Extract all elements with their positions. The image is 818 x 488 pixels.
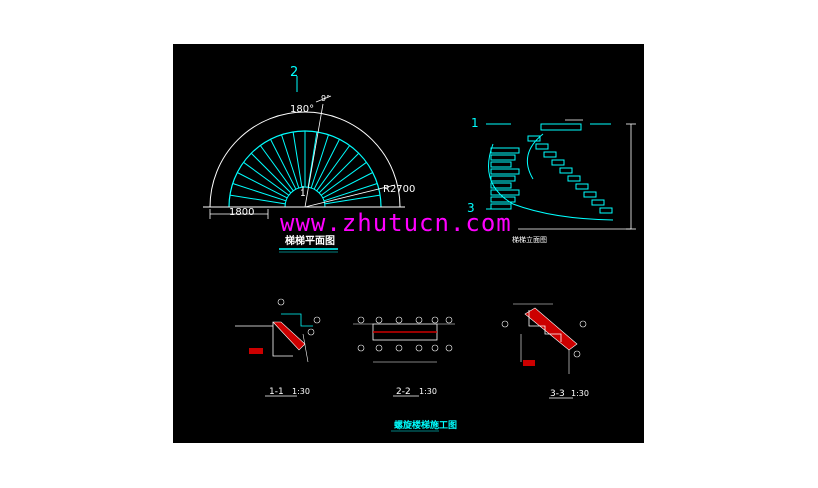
plan-outer-arc [209,111,401,208]
plan-view: 2 1 180° 9° R2700 1800 梯梯平面图 [203,65,415,253]
rebar-mark [415,316,423,324]
section-3-3-scale: 1:30 [571,389,589,398]
rebar-mark [375,344,383,352]
elevation-section-mark-3: 3 [467,201,475,215]
stair-tread-line [243,161,290,196]
elevation-step [490,182,512,189]
section-1-1-label: 1-1 [269,387,284,397]
section-3-3: 3-3 1:30 [501,303,589,399]
stair-tread-line [323,183,378,202]
section-1-1-scale: 1:30 [292,387,310,396]
angle-step-label: 9° [321,94,330,103]
section-2-2: 2-2 1:30 [353,316,455,397]
rebar-mark [375,316,383,324]
radius-leader [304,184,396,208]
rebar-mark [415,344,423,352]
angle-total-label: 180° [290,104,314,115]
stair-tread-line [318,152,360,194]
section-2-2-label: 2-2 [396,387,411,397]
elevation-step [583,191,597,198]
stair-tread-line [320,161,367,196]
elevation-step [535,143,549,150]
section-2-2-scale: 1:30 [419,387,437,396]
stair-tread-line [250,152,292,194]
elevation-step [591,199,605,206]
rebar-mark [357,344,365,352]
section-3-3-cut-fill [524,307,578,351]
stair-tread-line [229,194,286,205]
elevation-step [490,189,520,196]
elevation-step [490,203,512,210]
elevation-step [543,151,557,158]
stair-tread-line [259,145,294,192]
section-3-3-label: 3-3 [550,389,565,399]
rebar-mark [431,344,439,352]
rebar-mark [395,344,403,352]
section-mark-2: 2 [290,65,298,80]
rebar-mark [445,344,453,352]
plan-inner-arc [284,186,326,208]
elevation-steps [490,123,613,214]
elevation-step [490,147,520,154]
section-1-1-cut-fill [272,321,306,351]
elevation-view: 1 3 梯梯立面图 [467,116,636,244]
stair-tread-line [232,183,287,202]
rebar-mark [395,316,403,324]
drawing-svg: 2 1 180° 9° R2700 1800 梯梯平面图 1 3 梯梯立面图 [203,65,636,432]
stair-tread-line [322,172,373,199]
elevation-step [490,161,512,168]
section-mark-1: 1 [300,189,306,199]
angle-leader [304,103,324,208]
elevation-step [490,175,516,182]
stair-tread-line [316,145,351,192]
radius-label: R2700 [383,184,415,195]
elevation-section-mark-1: 1 [471,116,479,130]
plan-title: 梯梯平面图 [285,234,335,247]
elevation-stringer [488,143,614,221]
elevation-landing [540,123,582,131]
elevation-step [559,167,573,174]
stair-tread-line [324,194,381,205]
rebar-mark [431,316,439,324]
elevation-step [575,183,589,190]
section-1-1: 1-1 1:30 [235,298,321,397]
stair-tread-line [270,139,297,190]
elevation-step [599,207,613,214]
stair-tread-line [292,131,303,188]
stair-tread-line [237,172,288,199]
watermark-text: www.zhutucn.com [280,209,512,237]
elevation-title: 梯梯立面图 [512,235,547,244]
elevation-step [490,154,516,161]
elevation-step [551,159,565,166]
rebar-mark [445,316,453,324]
cad-drawing-canvas: 2 1 180° 9° R2700 1800 梯梯平面图 1 3 梯梯立面图 [173,44,644,443]
stair-tread-line [281,134,300,189]
stair-tread-line [310,134,329,189]
plan-treads [229,131,381,208]
elevation-step [490,196,516,203]
stair-tread-line [307,131,318,188]
rebar-mark [357,316,365,324]
elevation-step [527,135,541,142]
width-label: 1800 [229,207,254,218]
elevation-step [567,175,581,182]
sheet-title: 螺旋楼梯施工图 [394,419,457,431]
stair-tread-line [313,139,340,190]
elevation-step [490,168,520,175]
